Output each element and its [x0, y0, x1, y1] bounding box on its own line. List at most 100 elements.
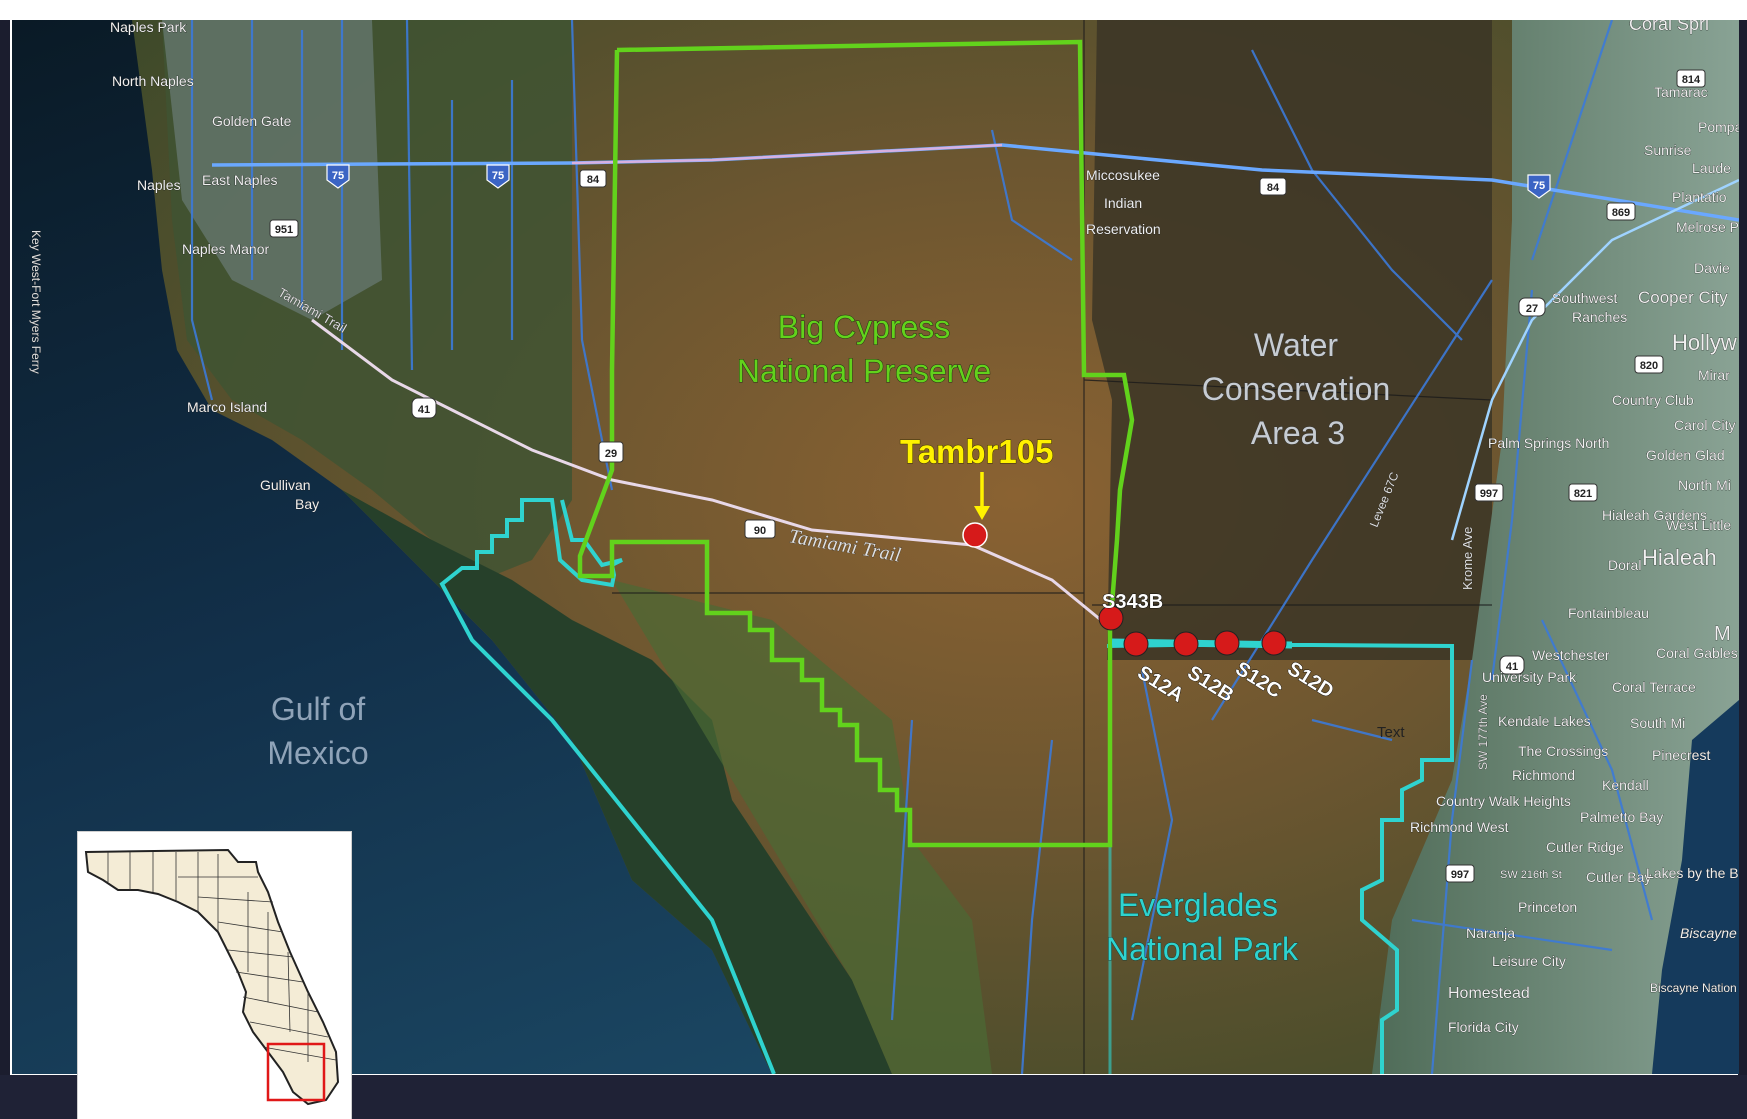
label-gullivan: Gullivan — [260, 477, 311, 493]
label-sw216: SW 216th St — [1500, 869, 1562, 881]
road-network — [190, 20, 1654, 1074]
svg-text:951: 951 — [275, 224, 293, 236]
label-north-naples: North Naples — [112, 73, 194, 89]
shield-r27: 27 — [1518, 297, 1546, 317]
label-lauder: Laude — [1692, 160, 1731, 176]
label-cooper-city: Cooper City — [1638, 288, 1728, 307]
shield-r84-1: 84 — [579, 169, 607, 188]
label-the-crossings: The Crossings — [1518, 743, 1608, 759]
label-southwest-ranches-1: Southwest — [1552, 290, 1617, 306]
station-s12d — [1261, 630, 1287, 656]
station-s12a — [1123, 631, 1149, 657]
shield-r41: 41 — [411, 397, 437, 419]
station-s12c — [1214, 630, 1240, 656]
label-naples: Naples — [137, 177, 181, 193]
label-cutler-ridge: Cutler Ridge — [1546, 839, 1624, 855]
label-naples-park: Naples Park — [110, 20, 187, 35]
route-shields: 75 75 75 84 84 951 41 29 90 27 997 821 8… — [269, 69, 1706, 883]
label-palmetto-bay: Palmetto Bay — [1580, 809, 1663, 825]
shield-i75-1: 75 — [326, 164, 350, 189]
shield-r997b: 997 — [1445, 864, 1475, 883]
wca3-label-2: Conservation — [1202, 371, 1391, 407]
label-miccosukee-1: Miccosukee — [1086, 167, 1160, 183]
label-florida-city: Florida City — [1448, 1019, 1519, 1035]
wca3-label-1: Water — [1254, 327, 1339, 363]
us27-road — [1450, 178, 1739, 541]
label-fontainbleau: Fontainbleau — [1568, 605, 1649, 621]
label-south-miami: South Mi — [1630, 715, 1685, 731]
svg-text:997: 997 — [1451, 869, 1469, 881]
florida-inset-map — [84, 848, 340, 1106]
label-biscayne-np: Biscayne Nation — [1650, 981, 1737, 995]
big-cypress-label-2: National Preserve — [737, 353, 991, 389]
label-plantation: Plantatio — [1672, 189, 1727, 205]
label-miccosukee-2: Indian — [1104, 195, 1142, 211]
station-tambr105 — [962, 522, 988, 548]
shield-r90: 90 — [744, 519, 776, 539]
shield-r820: 820 — [1634, 355, 1664, 374]
shield-r997: 997 — [1474, 483, 1504, 502]
shield-r41b: 41 — [1499, 655, 1525, 675]
label-miramar: Mirar — [1698, 367, 1730, 383]
station-s12b — [1173, 631, 1199, 657]
shield-r84-2: 84 — [1259, 177, 1287, 196]
label-west-little: West Little — [1666, 517, 1731, 533]
svg-text:75: 75 — [332, 170, 344, 182]
svg-text:27: 27 — [1526, 303, 1538, 315]
label-university-park: University Park — [1482, 669, 1577, 685]
svg-text:75: 75 — [492, 170, 504, 182]
svg-text:41: 41 — [1506, 661, 1518, 673]
wca3-label-3: Area 3 — [1251, 415, 1345, 451]
label-coral-m: M — [1714, 623, 1731, 645]
wca3-area — [1092, 20, 1492, 660]
urban-area — [1372, 20, 1739, 1074]
everglades-label-1: Everglades — [1118, 887, 1278, 923]
everglades-np-boundary — [439, 498, 1454, 1074]
label-miccosukee-3: Reservation — [1086, 221, 1161, 237]
shield-r821: 821 — [1568, 483, 1598, 502]
svg-text:90: 90 — [754, 525, 766, 537]
label-hialeah: Hialeah — [1642, 545, 1717, 570]
label-text: Text — [1377, 724, 1405, 741]
label-sw177: SW 177th Ave — [1476, 694, 1490, 770]
label-marco: Marco Island — [187, 399, 267, 415]
big-cypress-boundary — [577, 39, 1135, 848]
tamiami-trail-road — [311, 318, 1108, 627]
label-carol-city: Carol City — [1674, 417, 1735, 433]
top-strip — [0, 0, 1747, 20]
label-richmond-west: Richmond West — [1410, 819, 1509, 835]
svg-text:29: 29 — [605, 448, 617, 460]
label-krome: Krome Ave — [1460, 527, 1475, 590]
label-leisure-city: Leisure City — [1492, 953, 1566, 969]
label-princeton: Princeton — [1518, 899, 1577, 915]
i75-highway-pink — [571, 143, 1003, 165]
label-sunrise: Sunrise — [1644, 142, 1692, 158]
everglades-label-2: National Park — [1106, 931, 1299, 967]
shield-r814: 814 — [1676, 69, 1706, 88]
region-labels: Big Cypress National Preserve Water Cons… — [267, 309, 1391, 968]
label-coral-springs: Coral Spri — [1629, 20, 1709, 34]
label-kendale-lakes: Kendale Lakes — [1498, 713, 1591, 729]
label-cutler-bay: Cutler Bay — [1586, 869, 1651, 885]
label-east-naples: East Naples — [202, 172, 277, 188]
label-bay: Bay — [295, 496, 319, 512]
label-hialeah-gardens: Hialeah Gardens — [1602, 507, 1707, 523]
satellite-map: 75 75 75 84 84 951 41 29 90 27 997 821 8… — [12, 20, 1739, 1074]
svg-text:820: 820 — [1640, 360, 1658, 372]
gulf-label-2: Mexico — [267, 735, 368, 771]
label-tamarac: Tamarac — [1654, 84, 1708, 100]
label-naples-manor: Naples Manor — [182, 241, 269, 257]
svg-text:75: 75 — [1533, 180, 1545, 192]
shield-i75-2: 75 — [486, 164, 510, 189]
label-southwest-ranches-2: Ranches — [1572, 309, 1627, 325]
label-homestead: Homestead — [1448, 985, 1530, 1002]
label-westchester: Westchester — [1532, 647, 1610, 663]
gulf-label-1: Gulf of — [271, 691, 365, 727]
svg-text:84: 84 — [587, 174, 600, 186]
label-lakes-by-bay: Lakes by the Ba — [1646, 865, 1739, 881]
label-kendall: Kendall — [1602, 777, 1649, 793]
florida-inset — [78, 832, 351, 1119]
svg-text:821: 821 — [1574, 488, 1592, 500]
shield-i75-3: 75 — [1527, 174, 1551, 199]
label-davie: Davie — [1694, 260, 1730, 276]
